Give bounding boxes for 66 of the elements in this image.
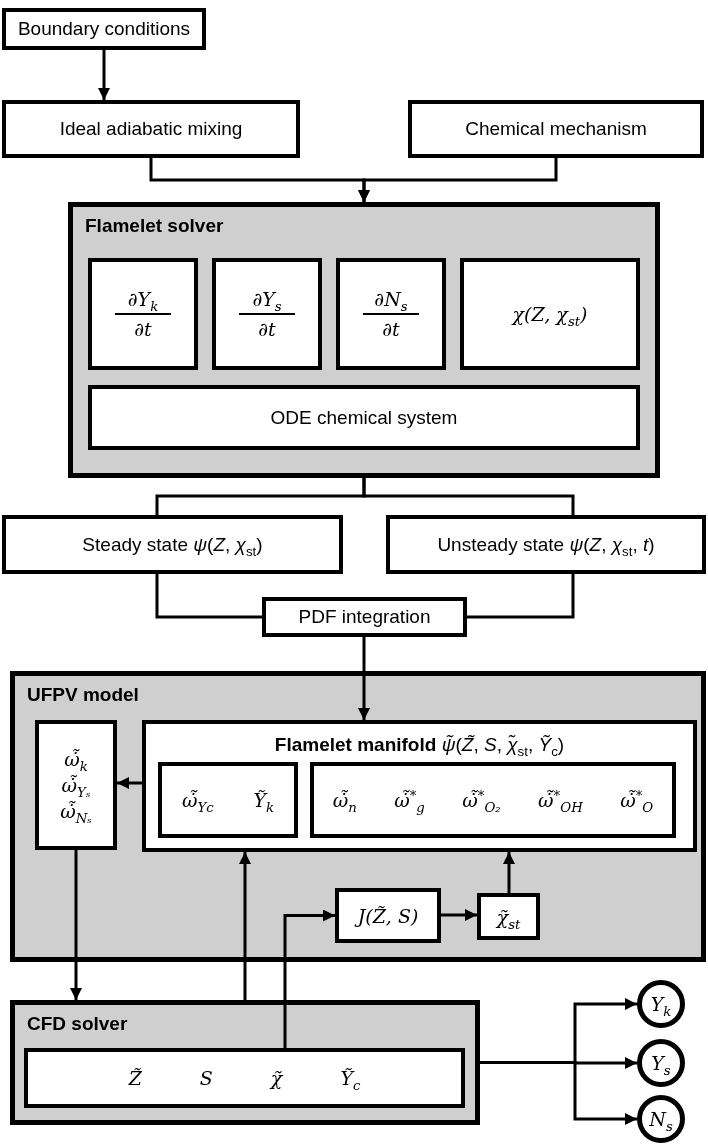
arrow — [283, 909, 335, 1048]
arrow — [98, 50, 110, 100]
equation-box — [460, 258, 640, 370]
box-label: Steady state ψ(Z, χ$_{st}$) — [82, 533, 263, 556]
box-label: PDF integration — [298, 606, 431, 628]
math-label: Ỹ$_{k}$ — [253, 789, 275, 811]
math-label: ∂N$_{s}$ — [374, 288, 408, 310]
box-label: ODE chemical system — [270, 406, 458, 429]
math-label: Z̃ — [128, 1067, 142, 1089]
process-box — [2, 8, 206, 50]
math-label: Ỹ$_{c}$ — [340, 1067, 361, 1089]
arrow — [480, 1061, 637, 1125]
math-label: S — [199, 1067, 213, 1089]
variable-box — [310, 762, 676, 838]
math-label: ∂Y$_{k}$ — [127, 288, 159, 310]
group-panel — [10, 1000, 480, 1125]
output-circle — [637, 1039, 685, 1087]
math-label: N$_{s}$ — [649, 1108, 673, 1130]
arrow — [239, 852, 251, 1000]
math-label: χ̃$_{st}$ — [496, 905, 521, 928]
arrow — [117, 777, 142, 789]
output-circle — [637, 980, 685, 1028]
output-circle — [637, 1095, 685, 1143]
math-label: ∂t — [134, 318, 152, 340]
variable-box — [24, 1048, 465, 1108]
source-term-box — [35, 720, 117, 850]
math-label: ∂t — [382, 318, 400, 340]
process-box — [2, 100, 300, 158]
math-label: ω̇̃$_{n}$ — [332, 789, 357, 811]
box-label: Chemical mechanism — [465, 118, 647, 140]
variable-box — [158, 762, 298, 838]
group-panel — [68, 202, 660, 478]
arrow — [441, 909, 477, 921]
panel-title: Flamelet manifold ψ̃(Z̃, S, χ̃$_{st}$, Ỹ$_{c}$) — [273, 734, 566, 756]
group-panel — [10, 671, 706, 962]
process-box — [386, 515, 706, 574]
equation-box — [335, 888, 441, 943]
panel-title: Flamelet solver — [85, 215, 224, 237]
math-label: ∂Y$_{s}$ — [252, 288, 282, 310]
arrow — [358, 158, 558, 202]
equation-box — [212, 258, 322, 370]
math-label: Y$_{s}$ — [651, 1052, 671, 1074]
arrow — [358, 637, 370, 720]
math-label: χ(Z, χ$_{st}$) — [512, 303, 588, 325]
math-label: ω̇̃$_{Nₛ}$ — [60, 800, 92, 822]
box-label: Ideal adiabatic mixing — [59, 118, 243, 140]
arrow — [503, 852, 515, 893]
equation-box — [477, 893, 540, 940]
process-box — [408, 100, 704, 158]
math-label: ω̇̃$_{Yₛ}$ — [61, 774, 91, 796]
equation-box — [336, 258, 446, 370]
arrow — [70, 850, 82, 1000]
math-label: ω̇̃$_{k}$ — [64, 748, 88, 770]
manifold-box — [142, 720, 697, 852]
box-label: Boundary conditions — [17, 18, 191, 40]
process-box — [88, 385, 640, 450]
math-label: ω̇̃$_{Yc}$ — [181, 789, 214, 811]
math-label: Y$_{k}$ — [650, 993, 672, 1015]
math-label: ∂t — [258, 318, 276, 340]
math-label: χ̃ — [270, 1067, 283, 1089]
panel-title: UFPV model — [27, 684, 139, 706]
panel-title: CFD solver — [27, 1013, 128, 1035]
process-box — [2, 515, 343, 574]
box-label: Unsteady state ψ(Z, χ$_{st}$, t) — [437, 533, 655, 556]
equation-box — [88, 258, 198, 370]
process-box — [262, 597, 467, 637]
